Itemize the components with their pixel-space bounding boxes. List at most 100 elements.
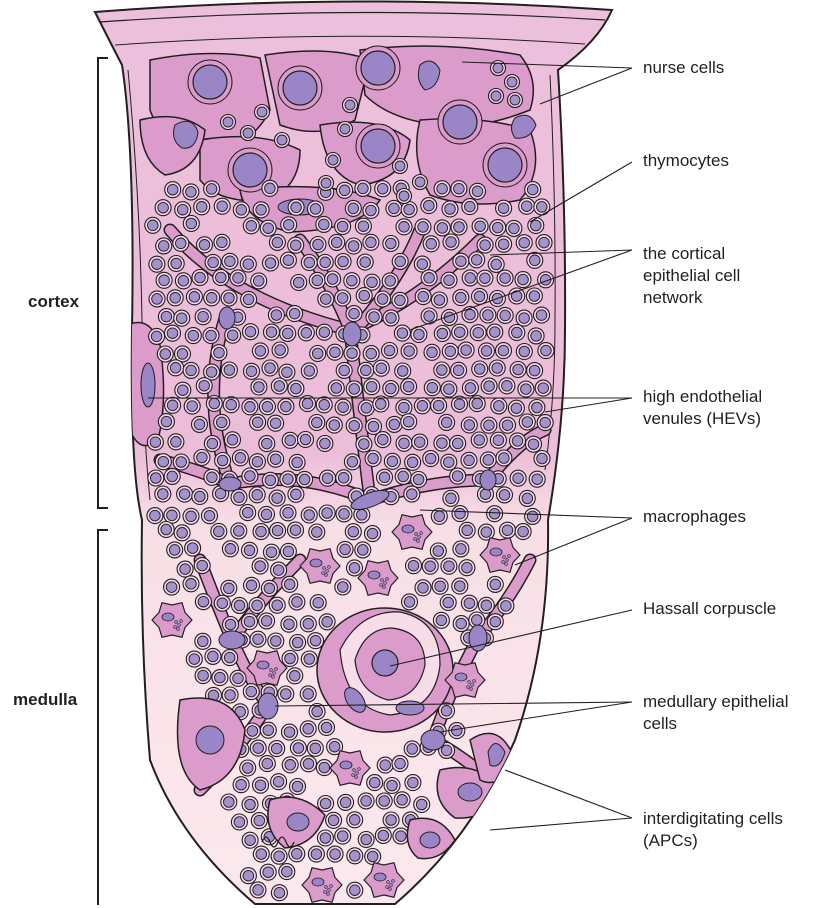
- thymocyte: [338, 794, 354, 810]
- thymocyte: [414, 797, 430, 813]
- thymocyte: [260, 864, 276, 880]
- thymocyte: [319, 176, 334, 191]
- thymocyte: [242, 542, 258, 558]
- thymocyte: [500, 522, 516, 538]
- thymocyte: [244, 363, 260, 379]
- thymocyte: [192, 489, 208, 505]
- thymocyte: [242, 797, 258, 813]
- thymocyte: [534, 307, 550, 323]
- label-hevs: high endothelial venules (HEVs): [643, 386, 762, 430]
- thymocyte: [214, 595, 230, 611]
- thymocyte: [287, 306, 303, 322]
- thymocyte: [261, 580, 277, 596]
- thymocyte: [177, 486, 193, 502]
- thymocyte: [458, 342, 474, 358]
- thymocyte: [405, 454, 421, 470]
- thymocyte: [346, 381, 362, 397]
- thymocyte: [158, 522, 174, 538]
- thymocyte: [404, 486, 420, 502]
- thymocyte: [275, 133, 290, 148]
- thymocyte: [244, 577, 260, 593]
- thymocyte: [335, 219, 351, 235]
- thymocyte: [329, 234, 345, 250]
- thymocyte: [280, 543, 296, 559]
- thymocyte: [281, 616, 297, 632]
- thymocyte: [279, 864, 295, 880]
- thymocyte: [335, 254, 351, 270]
- thymocyte: [301, 651, 317, 667]
- thymocyte: [291, 275, 307, 291]
- thymocyte: [268, 633, 284, 649]
- thymocyte: [343, 98, 358, 113]
- thymocyte: [440, 595, 456, 611]
- label-line: the cortical: [643, 243, 740, 265]
- thymocyte: [518, 381, 534, 397]
- thymocyte: [536, 235, 552, 251]
- thymocyte: [222, 687, 238, 703]
- thymocyte: [280, 505, 296, 521]
- thymocyte: [433, 612, 449, 628]
- thymocyte: [221, 794, 237, 810]
- thymocyte: [288, 486, 304, 502]
- thymocyte: [434, 181, 450, 197]
- thymocyte: [327, 344, 343, 360]
- thymocyte: [174, 525, 190, 541]
- thymocyte: [357, 254, 373, 270]
- thymocyte: [392, 253, 408, 269]
- thymocyte: [204, 290, 220, 306]
- thymocyte: [260, 220, 276, 236]
- thymocyte: [404, 741, 420, 757]
- thymocyte: [376, 793, 392, 809]
- thymocyte: [462, 199, 478, 215]
- thymocyte: [278, 399, 294, 415]
- thymocyte: [441, 454, 457, 470]
- thymocyte: [269, 597, 285, 613]
- thymocyte: [394, 325, 410, 341]
- thymocyte: [195, 309, 211, 325]
- thymocyte: [232, 450, 248, 466]
- thymocyte: [183, 576, 199, 592]
- label-line: medullary epithelial: [643, 691, 789, 713]
- thymocyte: [497, 307, 513, 323]
- thymocyte: [158, 414, 174, 430]
- nurse-cell-nucleus: [483, 143, 527, 187]
- thymocyte: [535, 380, 551, 396]
- thymocyte: [262, 472, 278, 488]
- thymocyte: [270, 523, 286, 539]
- thymocyte: [214, 414, 230, 430]
- thymocyte: [434, 362, 450, 378]
- thymocyte: [395, 363, 411, 379]
- thymocyte: [203, 328, 219, 344]
- thymocyte: [253, 524, 269, 540]
- thymocyte: [212, 670, 228, 686]
- label-line: venules (HEVs): [643, 408, 762, 430]
- thymocyte: [240, 256, 256, 272]
- thymocyte: [358, 793, 374, 809]
- thymocyte: [222, 541, 238, 557]
- thymocyte: [183, 184, 199, 200]
- thymocyte: [269, 490, 285, 506]
- thymocyte: [230, 270, 246, 286]
- thymocyte: [259, 756, 275, 772]
- epithelial-nucleus: [343, 322, 361, 346]
- thymocyte: [288, 381, 304, 397]
- thymocyte: [175, 273, 191, 289]
- epithelial-nucleus: [219, 631, 245, 649]
- thymocyte: [453, 541, 469, 557]
- thymocyte: [231, 489, 247, 505]
- thymocyte: [497, 487, 513, 503]
- thymocyte: [326, 153, 341, 168]
- thymocyte: [394, 792, 410, 808]
- thymocyte: [164, 579, 180, 595]
- thymocyte: [510, 433, 526, 449]
- thymocyte: [165, 182, 181, 198]
- thymocyte: [537, 415, 553, 431]
- thymocyte: [481, 378, 497, 394]
- thymocyte: [411, 472, 427, 488]
- thymocyte: [249, 454, 265, 470]
- thymocyte: [243, 324, 259, 340]
- thymocyte: [401, 379, 417, 395]
- thymocyte: [487, 324, 503, 340]
- thymocyte: [164, 468, 180, 484]
- thymocyte: [230, 670, 246, 686]
